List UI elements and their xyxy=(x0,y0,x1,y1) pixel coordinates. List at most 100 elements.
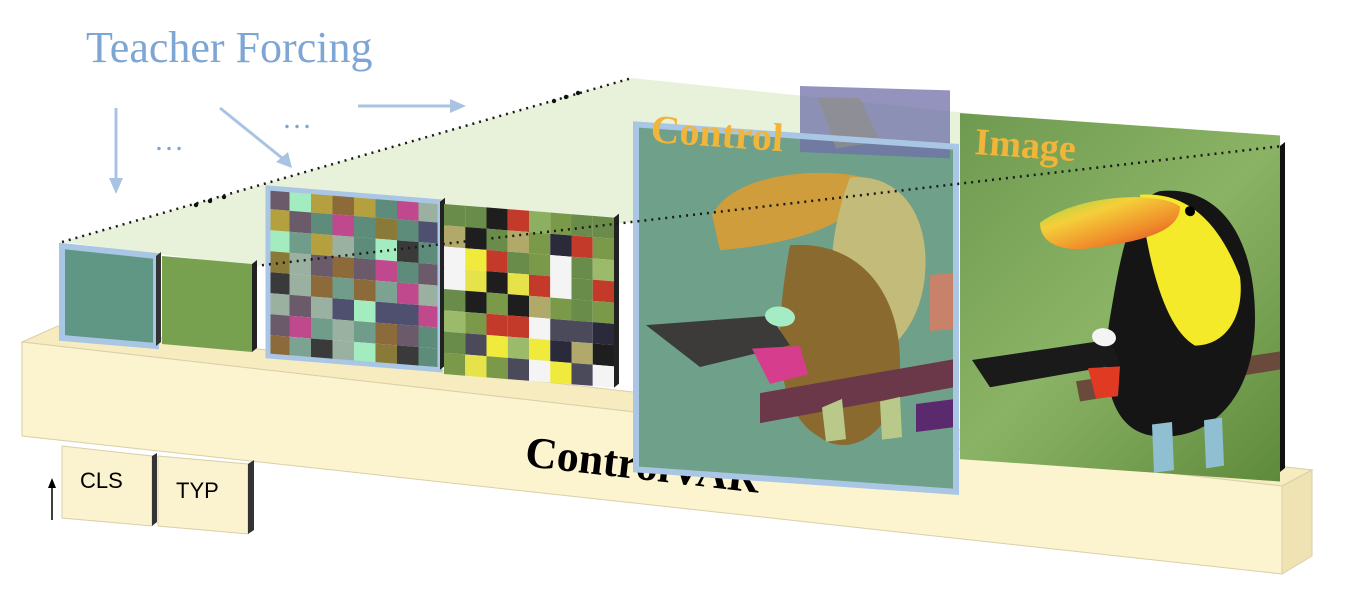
grid-cell xyxy=(311,317,333,341)
grid-edge xyxy=(440,197,445,370)
grid-cell xyxy=(289,231,311,255)
grid-cell xyxy=(268,188,290,211)
ellipsis-right: … xyxy=(282,102,312,135)
grid-cell xyxy=(571,214,593,238)
grid-cell xyxy=(268,251,290,274)
grid-cell xyxy=(465,248,487,272)
grid-cell xyxy=(465,333,487,357)
grid-cell xyxy=(375,280,397,304)
grid-cell xyxy=(268,293,290,316)
grid-cell xyxy=(375,259,397,283)
grid-cell xyxy=(507,230,529,254)
grid-cell xyxy=(486,313,508,337)
grid-cell xyxy=(289,294,311,318)
grid-cell xyxy=(444,352,466,376)
grid-cell xyxy=(529,317,551,340)
projection-gap-dots xyxy=(193,90,581,208)
grid-cell xyxy=(289,252,311,276)
grid-cell xyxy=(550,212,572,236)
image-token-1x1 xyxy=(162,256,257,352)
grid-cell xyxy=(289,210,311,234)
grid-cell xyxy=(375,217,397,241)
grid-cell xyxy=(311,212,333,236)
grid-cell xyxy=(465,269,487,293)
cls-token xyxy=(61,445,157,527)
grid-cell xyxy=(289,273,311,297)
grid-cell xyxy=(507,209,529,233)
grid-cell xyxy=(354,299,376,323)
grid-cell xyxy=(289,336,311,360)
grid-cell xyxy=(592,343,614,367)
grid-cell xyxy=(571,362,593,386)
grid-cell xyxy=(550,233,572,257)
control-token-1x1 xyxy=(59,242,161,350)
grid-cell xyxy=(550,276,572,300)
grid-cell xyxy=(268,314,290,337)
grid-cell xyxy=(354,278,376,302)
grid-cell xyxy=(311,338,333,362)
cls-label: CLS xyxy=(80,468,123,493)
grid-cell xyxy=(529,253,551,277)
grid-cell xyxy=(354,257,376,281)
grid-cell xyxy=(507,336,529,360)
grid-cell xyxy=(354,215,376,239)
grid-cell xyxy=(332,256,354,279)
grid-cell xyxy=(465,354,487,378)
grid-cell xyxy=(354,194,376,218)
grid-cell xyxy=(354,236,376,260)
control-panel xyxy=(633,85,959,496)
grid-cell xyxy=(375,322,397,346)
grid-cell xyxy=(418,305,440,328)
arrow-down-icon xyxy=(109,108,123,194)
grid-cell xyxy=(397,198,419,222)
grid-cell xyxy=(507,294,529,318)
grid-cell xyxy=(332,298,354,321)
grid-cell xyxy=(418,284,440,307)
grid-cell xyxy=(311,296,333,320)
grid-cell xyxy=(571,256,593,280)
grid-cell xyxy=(444,246,466,270)
grid-cell xyxy=(375,238,397,262)
control-panel-label: Control xyxy=(649,106,784,160)
grid-cell xyxy=(486,249,508,273)
grid-cell xyxy=(375,301,397,325)
grid-cell xyxy=(465,311,487,335)
grid-cell xyxy=(375,343,397,367)
arrow-right-icon xyxy=(358,99,466,113)
toucan-segmentation-illustration xyxy=(646,85,956,445)
grid-cell xyxy=(550,318,572,342)
grid-cell xyxy=(289,315,311,339)
grid-cell xyxy=(397,303,419,327)
grid-cell xyxy=(486,292,508,316)
grid-cell xyxy=(571,299,593,323)
grid-cell xyxy=(354,341,376,365)
grid-cell xyxy=(268,335,290,358)
grid-cell xyxy=(592,258,614,282)
image-panel xyxy=(960,113,1285,482)
grid-cell xyxy=(550,340,572,363)
grid-cell xyxy=(418,242,440,265)
grid-cell xyxy=(418,326,440,349)
grid-cell xyxy=(332,319,354,342)
grid-cell xyxy=(486,228,508,252)
grid-cell xyxy=(397,324,419,348)
grid-cell xyxy=(418,263,440,286)
grid-cell xyxy=(465,205,487,229)
arrow-up-icon xyxy=(48,478,56,520)
typ-token xyxy=(157,455,254,535)
grid-cell xyxy=(397,261,419,285)
grid-cell xyxy=(375,196,397,220)
grid-cell xyxy=(397,240,419,264)
toucan-photo-illustration xyxy=(972,190,1280,473)
grid-cell xyxy=(397,282,419,306)
grid-cell xyxy=(550,255,572,278)
grid-cell xyxy=(444,225,466,249)
grid-cell xyxy=(550,297,572,321)
grid-cell xyxy=(592,322,614,346)
ellipsis-left: … xyxy=(154,124,184,157)
grid-cell xyxy=(418,200,440,223)
grid-cell xyxy=(268,230,290,253)
grid-cell xyxy=(529,274,551,298)
grid-cell xyxy=(332,235,354,258)
